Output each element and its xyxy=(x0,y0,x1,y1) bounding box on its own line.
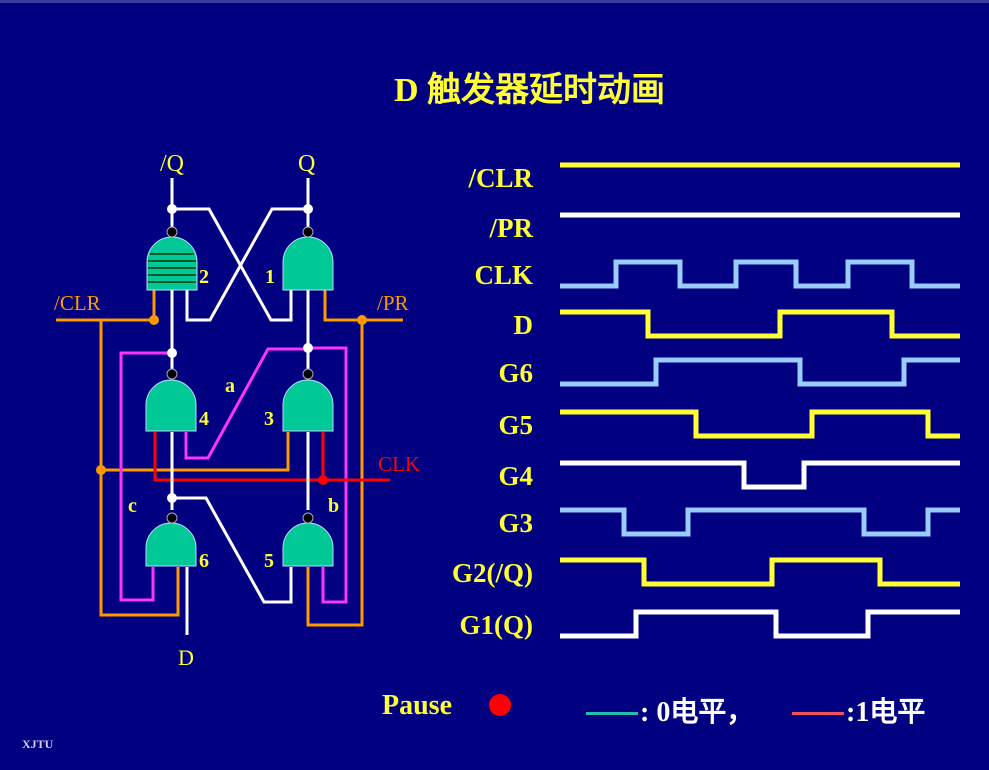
gate-number-4: 4 xyxy=(199,408,209,430)
node-label-c: c xyxy=(128,495,137,517)
node-label-b: b xyxy=(328,495,339,517)
footer-logo-text: XJTU xyxy=(22,737,54,751)
wire-cross-2 xyxy=(185,207,308,322)
wire-clk xyxy=(153,432,390,482)
wire-g6-g5 xyxy=(172,496,293,604)
orange-wires xyxy=(56,288,403,627)
waveform-g2-q xyxy=(560,557,960,587)
wire-a xyxy=(184,347,308,460)
legend-one-text: :1电平 xyxy=(846,697,926,728)
waveform-d xyxy=(560,309,960,339)
legend-one-line xyxy=(792,712,844,715)
label-nq: /Q xyxy=(160,151,184,177)
signal-label: CLK xyxy=(474,260,533,290)
wire-c xyxy=(119,351,172,602)
gate-number-6: 6 xyxy=(199,550,209,572)
page-title: D 触发器延时动画 xyxy=(0,62,989,111)
gate-number-3: 3 xyxy=(264,408,274,430)
wire-clr-g3 xyxy=(101,432,290,472)
label-pr: /PR xyxy=(377,291,409,315)
gate-number-5: 5 xyxy=(264,550,274,572)
legend-zero-text: : 0电平， xyxy=(640,697,755,728)
signal-label: /PR xyxy=(489,213,534,243)
signal-label: G3 xyxy=(498,508,533,538)
signal-label: G2(/Q) xyxy=(452,558,533,588)
gate-6 xyxy=(145,512,197,567)
junction-dot xyxy=(149,315,159,325)
wire-cross-1 xyxy=(172,207,293,322)
junction-dot xyxy=(303,343,313,353)
junction-dot xyxy=(96,465,106,475)
signal-label: G5 xyxy=(498,410,533,440)
label-q: Q xyxy=(298,151,315,177)
magenta-wires xyxy=(119,346,348,604)
title-text: D 触发器延时动画 xyxy=(393,72,666,109)
top-border xyxy=(0,0,989,3)
junction-dot xyxy=(167,493,177,503)
clk-wires xyxy=(153,432,390,482)
signal-label: G4 xyxy=(498,461,533,491)
junctions xyxy=(96,204,367,503)
pause-indicator-icon[interactable] xyxy=(489,694,511,716)
white-wires xyxy=(170,178,310,635)
waveform-g6 xyxy=(560,357,960,387)
gate-4 xyxy=(145,368,197,432)
wire-clr-left xyxy=(99,320,180,617)
gate-number-1: 1 xyxy=(265,266,275,288)
junction-dot xyxy=(167,204,177,214)
gate-number-2: 2 xyxy=(199,266,209,288)
pause-button[interactable]: Pause xyxy=(382,690,452,721)
waveform-g4 xyxy=(560,460,960,490)
junction-dot xyxy=(167,348,177,358)
wire-pr-right xyxy=(306,320,364,627)
gate-3 xyxy=(282,368,334,432)
signal-label: G1(Q) xyxy=(460,610,534,640)
circuit-labels: /Q Q /CLR /PR CLK D 1 2 3 4 5 6 a b c xyxy=(54,151,420,670)
gate-1 xyxy=(282,226,334,291)
signal-label: G6 xyxy=(498,358,533,388)
waveform-g5 xyxy=(560,409,960,439)
waveform-clk xyxy=(560,259,960,289)
gates xyxy=(145,226,334,567)
node-label-a: a xyxy=(225,375,235,397)
junction-dot xyxy=(357,315,367,325)
signal-label: /CLR xyxy=(467,163,533,193)
signal-label: D xyxy=(514,310,534,340)
legend-zero-line xyxy=(586,712,638,715)
waveform-g1-q xyxy=(560,609,960,639)
gate-2 xyxy=(146,226,198,291)
circuit xyxy=(56,178,403,635)
wire-pr-in xyxy=(323,288,403,322)
label-clr: /CLR xyxy=(54,291,101,315)
junction-dot xyxy=(303,204,313,214)
wire-b xyxy=(308,346,348,604)
label-clk: CLK xyxy=(378,452,420,476)
junction-dot xyxy=(318,475,328,485)
waveform-g3 xyxy=(560,507,960,537)
label-d: D xyxy=(178,645,194,670)
gate-5 xyxy=(282,512,334,567)
